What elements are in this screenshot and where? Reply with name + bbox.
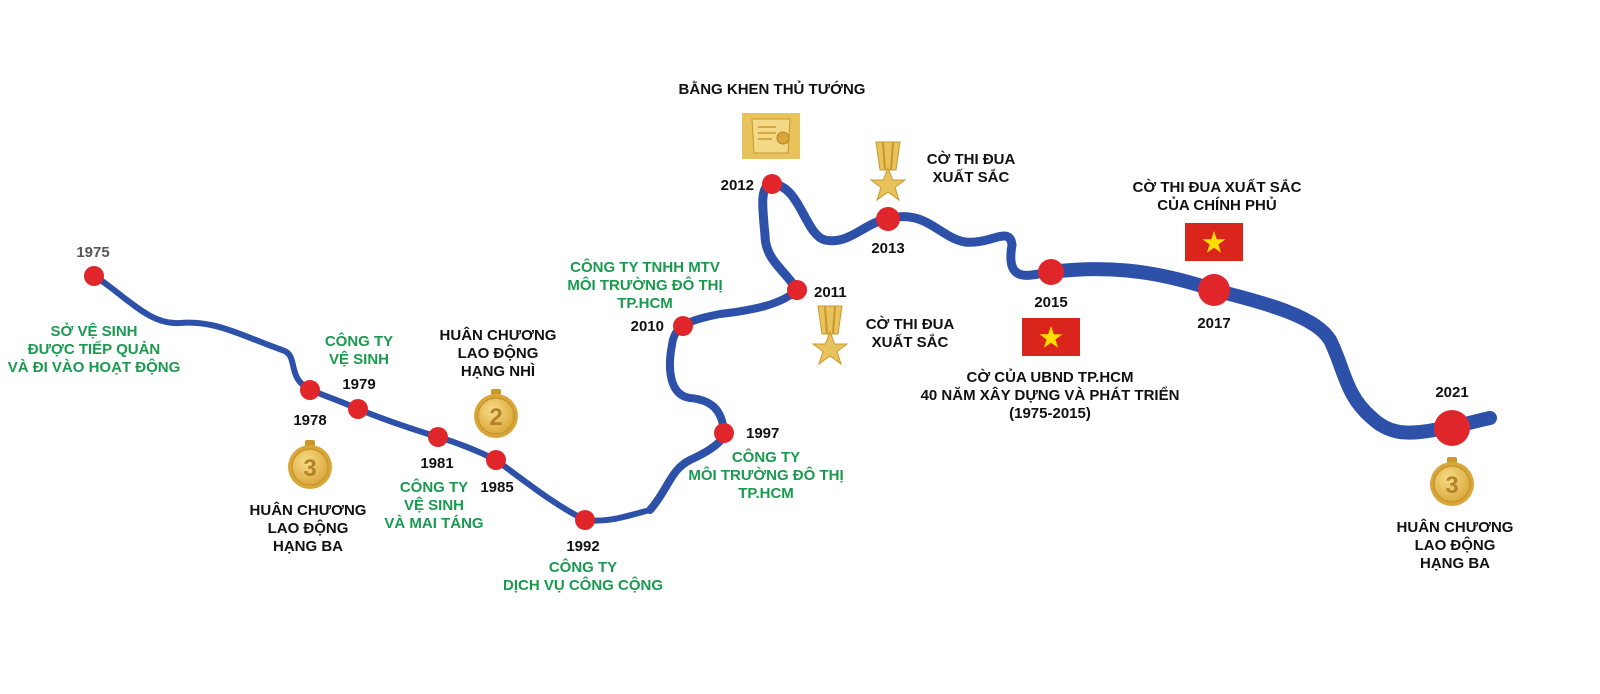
milestone-1978 [300, 380, 320, 400]
milestone-1981 [428, 427, 448, 447]
year-label-2021: 2021 [1435, 384, 1469, 401]
milestone-2011 [787, 280, 807, 300]
year-label-2012: 2012 [720, 177, 754, 194]
milestone-2012 [762, 174, 782, 194]
milestone-1985 [486, 450, 506, 470]
milestone-dots [84, 174, 1470, 530]
milestone-2015 [1038, 259, 1064, 285]
year-label-1978: 1978 [293, 412, 327, 429]
year-label-2011: 2011 [814, 284, 847, 301]
medal-rank-1985: 2 [489, 404, 502, 431]
year-label-1985: 1985 [480, 479, 514, 496]
award-label-2012: BẰNG KHEN THỦ TƯỚNG [678, 81, 866, 98]
year-label-2013: 2013 [871, 240, 905, 257]
milestone-1997 [714, 423, 734, 443]
star-medal-icon [869, 141, 907, 202]
milestone-1975 [84, 266, 104, 286]
river-path [646, 286, 801, 514]
round-gold-medal-icon: 3 [288, 440, 332, 489]
year-label-1979: 1979 [342, 376, 376, 393]
milestone-2017 [1198, 274, 1230, 306]
year-label-1981: 1981 [420, 455, 454, 472]
year-label-2015: 2015 [1034, 294, 1068, 311]
year-label-1997: 1997 [746, 425, 780, 442]
vietnam-flag-icon [1185, 223, 1243, 261]
year-label-1992: 1992 [566, 538, 600, 555]
medal-rank-1978: 3 [303, 455, 316, 482]
round-gold-medal-icon: 2 [474, 389, 518, 438]
milestone-2021 [1434, 410, 1470, 446]
medal-rank-2021: 3 [1445, 472, 1458, 499]
milestone-2010 [673, 316, 693, 336]
year-label-2010: 2010 [630, 318, 664, 335]
milestone-2013 [876, 207, 900, 231]
river-path [758, 179, 1055, 295]
milestone-1992 [575, 510, 595, 530]
round-gold-medal-icon: 3 [1430, 457, 1474, 506]
certificate-icon [742, 113, 800, 159]
year-label-2017: 2017 [1197, 315, 1231, 332]
year-label-1975: 1975 [76, 244, 110, 261]
star-medal-icon [811, 305, 849, 366]
vietnam-flag-icon [1022, 318, 1080, 356]
milestone-1979 [348, 399, 368, 419]
